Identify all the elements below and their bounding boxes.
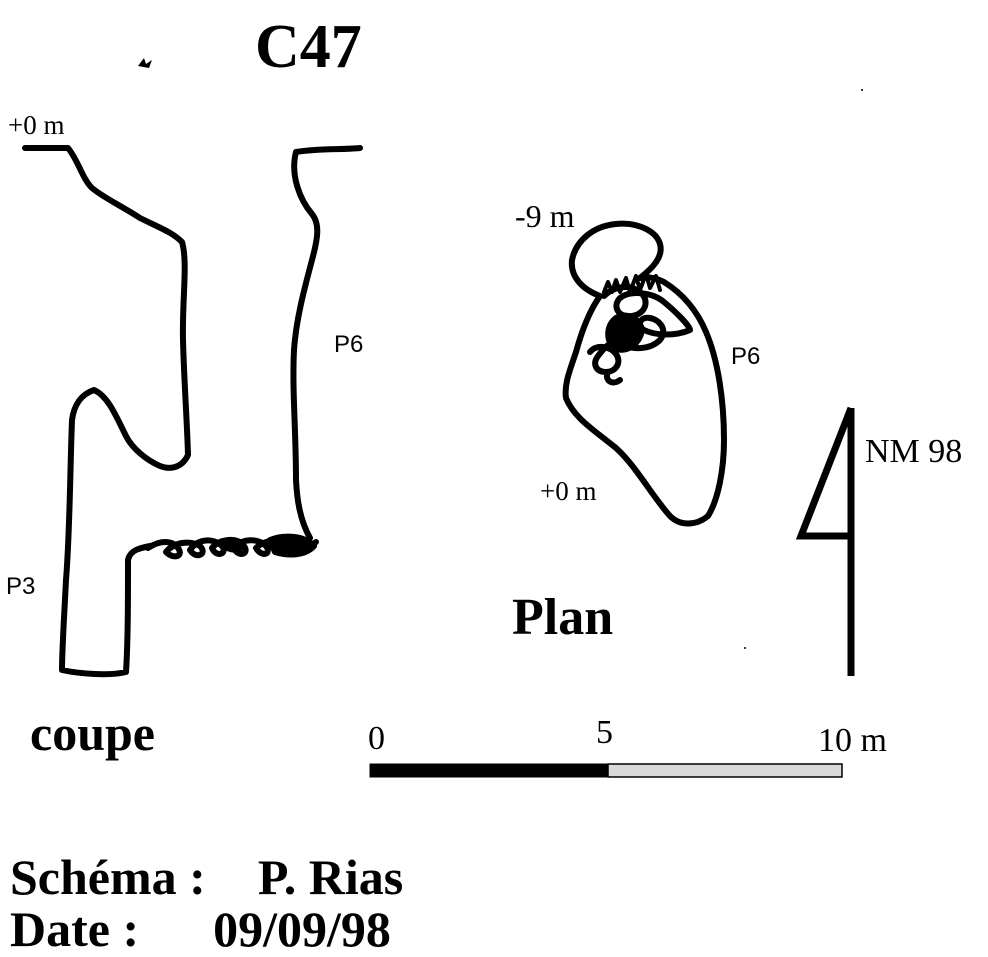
scale-bar [369, 763, 843, 778]
page-title: C47 [255, 13, 362, 81]
credits-schema-row: Schéma : P. Rias [10, 852, 403, 902]
coupe-crawl-passage [145, 537, 319, 560]
plan-bottom-depth-label: -9 m [515, 198, 575, 234]
coupe-left-wall [22, 145, 191, 678]
north-arrow-icon [795, 406, 855, 676]
plan-main-chamber [562, 274, 727, 527]
plan-upper-lobe [568, 220, 664, 299]
coupe-right-wall [290, 145, 363, 541]
scale-bar-dark-segment [369, 763, 609, 778]
scale-end-label: 10 m [818, 722, 887, 759]
scale-mid-label: 5 [596, 714, 613, 751]
plan-jagged-rim [602, 272, 662, 294]
credits-schema-value: P. Rias [257, 849, 404, 905]
credits-date-row: Date : 09/09/98 [10, 904, 391, 954]
credits-schema-label: Schéma : [10, 849, 206, 905]
plan-section-title: Plan [512, 589, 614, 646]
stray-dots [744, 89, 863, 649]
ink-speck [138, 58, 152, 68]
north-label: NM 98 [865, 433, 963, 470]
coupe-crawl-dark-knot-2 [219, 536, 247, 553]
plan-p6-label: P6 [731, 343, 761, 370]
scale-bar-light-segment [607, 763, 843, 778]
coupe-p6-label: P6 [334, 331, 364, 358]
coupe-crawl-dark-knot [267, 533, 317, 558]
coupe-section-outline [22, 145, 363, 678]
plan-outline [562, 220, 727, 527]
coupe-p3-label: P3 [6, 573, 36, 600]
scale-start-label: 0 [368, 720, 385, 757]
plan-surface-depth-label: +0 m [540, 476, 597, 506]
credits-date-value: 09/09/98 [213, 901, 391, 957]
coupe-surface-depth-label: +0 m [8, 110, 65, 140]
credits-date-label: Date : [10, 901, 140, 957]
plan-dark-knot [605, 312, 645, 353]
coupe-section-title: coupe [30, 705, 155, 761]
